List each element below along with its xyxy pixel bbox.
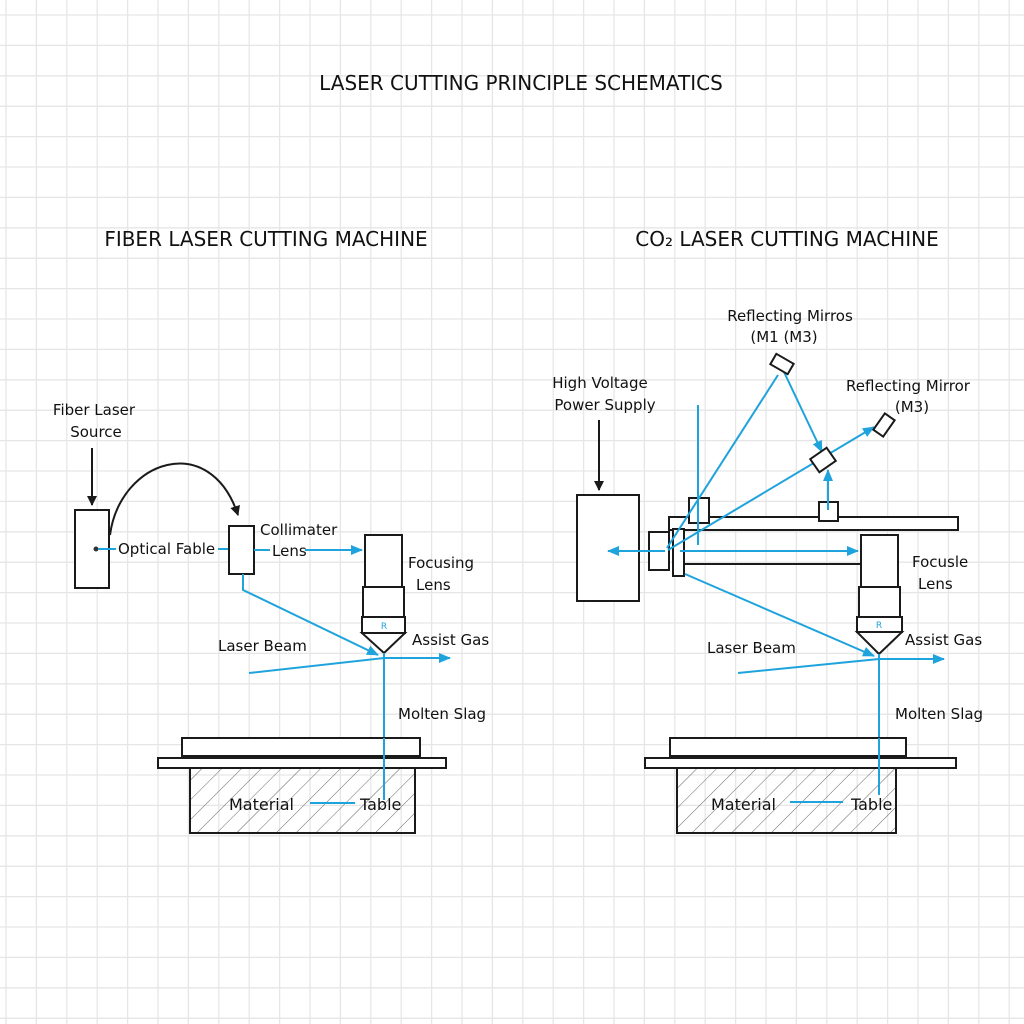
power-label-2: Power Supply xyxy=(554,396,655,414)
optical-cable-arc xyxy=(109,462,240,536)
svg-text:R: R xyxy=(876,621,882,631)
co2-heading: CO₂ LASER CUTTING MACHINE xyxy=(635,227,938,251)
beam-to-m3 xyxy=(667,426,875,551)
collimator-label-2: Lens xyxy=(272,542,307,560)
fiber-source-label-2: Source xyxy=(70,423,122,441)
beam-to-m1 xyxy=(666,374,779,549)
co2-focusing-label-1: Focusle xyxy=(912,553,968,571)
focusing-head: R xyxy=(359,534,408,655)
co2-cutting-table xyxy=(644,737,957,834)
collimator-label-1: Collimater xyxy=(260,521,338,539)
fiber-heading: FIBER LASER CUTTING MACHINE xyxy=(104,227,427,251)
page-title: LASER CUTTING PRINCIPLE SCHEMATICS xyxy=(319,71,723,95)
material-label: Material xyxy=(229,795,294,814)
mirror-m2 xyxy=(808,446,838,474)
co2-assist-gas-label: Assist Gas xyxy=(905,631,982,649)
laser-beam-path xyxy=(242,574,379,656)
co2-laser-diagram: CO₂ LASER CUTTING MACHINE Reflecting Mir… xyxy=(552,227,983,834)
co2-laser-beam-label: Laser Beam xyxy=(707,639,796,657)
cutting-table xyxy=(157,737,447,834)
laser-beam-label: Laser Beam xyxy=(218,637,307,655)
mirror-m3 xyxy=(871,411,897,439)
power-label-1: High Voltage xyxy=(552,374,648,392)
co2-table-label: Table xyxy=(850,795,892,814)
mirror-label-1: Reflecting Mirror xyxy=(846,377,971,395)
focusing-label-1: Focusing xyxy=(408,554,474,572)
mirrors-label-2: (M1 (M3) xyxy=(750,328,817,346)
co2-molten-slag-label: Molten Slag xyxy=(895,705,983,723)
co2-laser-beam-in xyxy=(737,658,880,674)
collimator-box xyxy=(228,525,255,575)
co2-material-label: Material xyxy=(711,795,776,814)
optical-cable-label: Optical Fable xyxy=(118,540,215,558)
assist-gas-label: Assist Gas xyxy=(412,631,489,649)
fiber-laser-diagram: FIBER LASER CUTTING MACHINE Fiber Laser … xyxy=(53,227,489,834)
co2-focusing-head: R xyxy=(854,534,905,656)
molten-slag-label: Molten Slag xyxy=(398,705,486,723)
mirror-label-2: (M3) xyxy=(895,398,929,416)
co2-focusing-label-2: Lens xyxy=(918,575,953,593)
focusing-label-2: Lens xyxy=(416,576,451,594)
source-output-dot xyxy=(93,546,99,552)
beam-m1-to-m2 xyxy=(783,371,823,453)
table-label: Table xyxy=(359,795,401,814)
power-supply-box xyxy=(576,494,640,602)
mirrors-label-1: Reflecting Mirros xyxy=(727,307,853,325)
nozzle-mark: R xyxy=(381,622,387,632)
mirror-m1 xyxy=(768,352,796,376)
fiber-source-label-1: Fiber Laser xyxy=(53,401,136,419)
gantry-rail xyxy=(668,516,959,531)
laser-beam-in xyxy=(248,657,385,674)
co2-laser-beam-path xyxy=(684,573,875,657)
